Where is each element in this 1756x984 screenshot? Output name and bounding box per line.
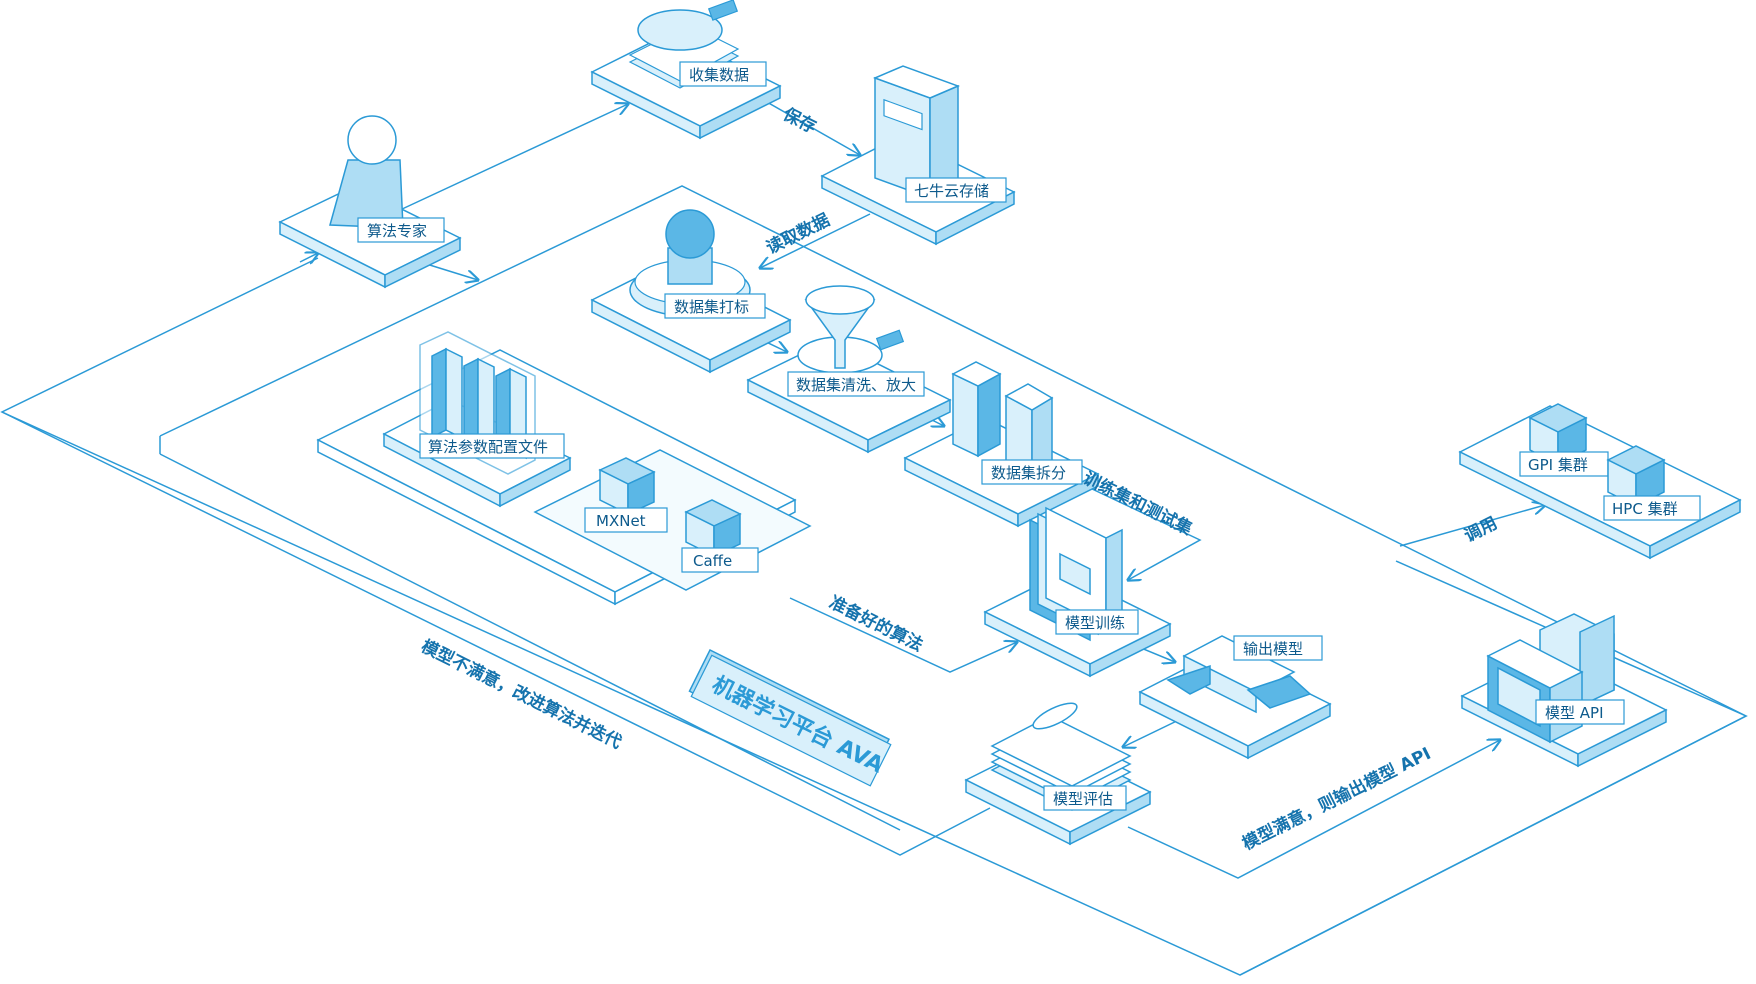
storage-node[interactable]: 七牛云存储 [820, 65, 1016, 246]
api-node[interactable]: 模型 API [1460, 613, 1668, 768]
hpc-label: HPC 集群 [1612, 500, 1678, 518]
output-label: 输出模型 [1243, 640, 1303, 658]
edge-read: 读取数据 [763, 209, 833, 258]
output-node[interactable]: 输出模型 [1138, 635, 1332, 760]
edge-ready-algo: 准备好的算法 [826, 592, 927, 656]
monitor-icon [1486, 613, 1615, 744]
edge-train-test: 训练集和测试集 [1080, 468, 1197, 540]
cube-icon [1606, 445, 1666, 508]
person-icon [329, 115, 404, 229]
label-node[interactable]: 数据集打标 [590, 209, 792, 374]
expert-label: 算法专家 [367, 222, 427, 240]
train-node[interactable]: 模型训练 [983, 506, 1172, 678]
output-arrows-icon [1166, 635, 1312, 714]
mxnet-node[interactable]: MXNet [584, 457, 668, 533]
api-label: 模型 API [1545, 704, 1604, 722]
collect-node[interactable]: 收集数据 [590, 0, 782, 140]
gpi-label: GPI 集群 [1528, 456, 1588, 474]
outer-loop-line [0, 185, 1748, 976]
cube-icon [598, 457, 656, 516]
cluster-node[interactable]: GPI 集群 HPC 集群 [1458, 403, 1742, 560]
collect-label: 收集数据 [689, 66, 749, 84]
edge-invoke: 调用 [1461, 513, 1500, 546]
magnifier-icon [628, 0, 740, 89]
split-node[interactable]: 数据集拆分 [903, 361, 1100, 528]
evaluate-node[interactable]: 模型评估 [964, 698, 1152, 846]
config-label: 算法参数配置文件 [428, 438, 548, 456]
expert-node[interactable]: 算法专家 [278, 115, 462, 289]
funnel-icon [797, 285, 905, 374]
caffe-label: Caffe [693, 552, 732, 570]
edge-save: 保存 [779, 103, 820, 137]
evaluate-label: 模型评估 [1053, 790, 1113, 808]
train-label: 模型训练 [1065, 614, 1125, 632]
split-label: 数据集拆分 [991, 464, 1066, 482]
feedback-line [1, 411, 991, 856]
edge-satisfied: 模型满意，则输出模型 API [1239, 743, 1434, 855]
storage-label: 七牛云存储 [914, 182, 989, 200]
config-node[interactable]: 算法参数配置文件 [382, 331, 572, 508]
clean-label: 数据集清洗、放大 [796, 376, 916, 394]
mxnet-label: MXNet [596, 512, 646, 530]
edge-unsatisfied: 模型不满意，改进算法并迭代 [418, 636, 625, 753]
clean-node[interactable]: 数据集清洗、放大 [746, 285, 952, 454]
label-label: 数据集打标 [674, 298, 749, 316]
caffe-node[interactable]: Caffe [681, 499, 759, 573]
cube-icon [684, 499, 742, 558]
